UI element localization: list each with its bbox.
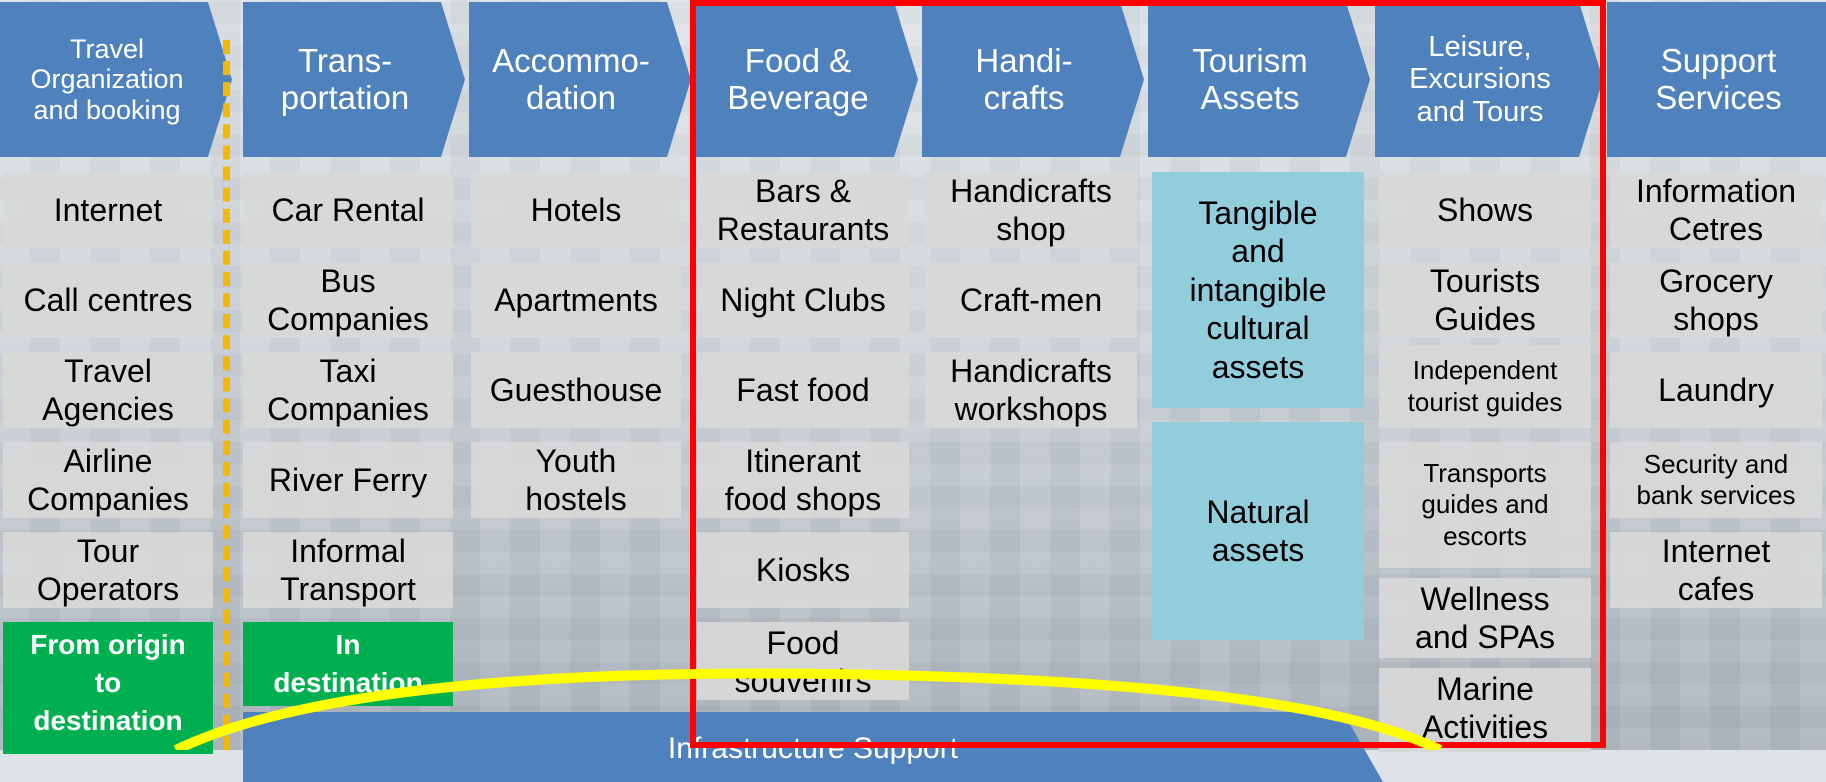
accommodation-item-hotels: Hotels — [471, 172, 681, 248]
handicrafts-item-craft-men: Craft-men — [925, 262, 1137, 338]
food-item-itinerant-food-shops: Itinerant food shops — [697, 442, 909, 518]
transport-item-bus-companies: Bus Companies — [243, 262, 453, 338]
header-tourism-assets: Tourism Assets — [1148, 2, 1370, 157]
asset-natural: Natural assets — [1152, 422, 1364, 640]
support-item-internet-cafes: Internet cafes — [1610, 532, 1822, 608]
transport-item-taxi-companies: Taxi Companies — [243, 352, 453, 428]
header-accommodation: Accommo- dation — [469, 2, 691, 157]
header-food-beverage: Food & Beverage — [696, 2, 918, 157]
leisure-item-transports-guides: Transports guides and escorts — [1379, 442, 1591, 568]
support-item-security-bank: Security and bank services — [1610, 442, 1822, 518]
column-divider — [223, 40, 230, 750]
leisure-item-tourists-guides: Tourists Guides — [1379, 262, 1591, 338]
asset-cultural: Tangible and intangible cultural assets — [1152, 172, 1364, 408]
header-travel-organization: Travel Organization and booking — [0, 2, 232, 157]
travel-item-travel-agencies: Travel Agencies — [3, 352, 213, 428]
leisure-item-wellness-spas: Wellness and SPAs — [1379, 578, 1591, 658]
accommodation-item-apartments: Apartments — [471, 262, 681, 338]
food-item-bars-restaurants: Bars & Restaurants — [697, 172, 909, 248]
transport-item-river-ferry: River Ferry — [243, 442, 453, 518]
transport-item-informal-transport: Informal Transport — [243, 532, 453, 608]
travel-item-internet: Internet — [3, 172, 213, 248]
support-item-grocery-shops: Grocery shops — [1610, 262, 1822, 338]
food-item-kiosks: Kiosks — [697, 532, 909, 608]
transport-item-car-rental: Car Rental — [243, 172, 453, 248]
support-item-laundry: Laundry — [1610, 352, 1822, 428]
accommodation-item-guesthouse: Guesthouse — [471, 352, 681, 428]
food-item-fast-food: Fast food — [697, 352, 909, 428]
food-item-night-clubs: Night Clubs — [697, 262, 909, 338]
handicrafts-item-shop: Handicrafts shop — [925, 172, 1137, 248]
accommodation-item-youth-hostels: Youth hostels — [471, 442, 681, 518]
transport-scope-tag: In destination — [243, 622, 453, 706]
travel-item-tour-operators: Tour Operators — [3, 532, 213, 608]
leisure-item-independent-guides: Independent tourist guides — [1379, 345, 1591, 428]
header-handicrafts: Handi- crafts — [922, 2, 1144, 157]
leisure-item-shows: Shows — [1379, 172, 1591, 248]
travel-item-call-centres: Call centres — [3, 262, 213, 338]
handicrafts-item-workshops: Handicrafts workshops — [925, 352, 1137, 428]
travel-scope-tag: From origin to destination — [3, 622, 213, 754]
travel-item-airline-companies: Airline Companies — [3, 442, 213, 518]
support-item-information-centres: Information Cetres — [1610, 172, 1822, 248]
header-transportation: Trans- portation — [243, 2, 465, 157]
header-support-services: Support Services — [1607, 2, 1826, 157]
header-leisure-excursions: Leisure, Excursions and Tours — [1375, 2, 1603, 157]
highlight-frame — [690, 0, 1606, 748]
highlight-ellipse — [173, 668, 1443, 750]
